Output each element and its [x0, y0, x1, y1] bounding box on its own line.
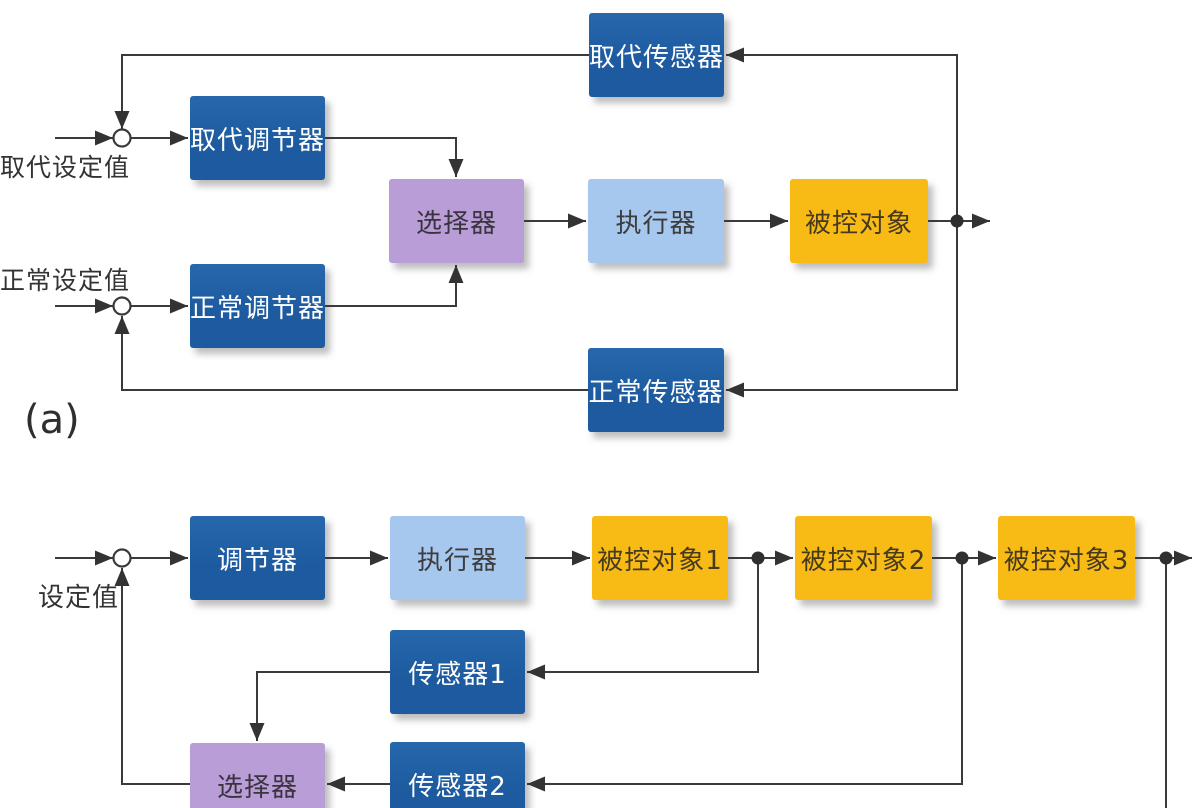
line-b-sensor1-to-selector: [249, 671, 390, 741]
junction-dot-b-plant2-out: [955, 551, 969, 565]
caption-a: (a): [24, 397, 80, 443]
line-a-normal-ctrl-to-selector: [325, 265, 464, 307]
block-plant-a: 被控对象: [790, 179, 928, 263]
block-replace-controller: 取代调节器: [190, 96, 325, 180]
sum-junction-b: [112, 548, 132, 568]
sum-junction-a-normal: [112, 296, 132, 316]
label-replace-setpoint: 取代设定值: [0, 153, 131, 182]
line-b-selector-to-sum: [114, 568, 190, 785]
block-controller-b: 调节器: [190, 516, 325, 600]
block-actuator-a: 执行器: [588, 179, 724, 263]
block-replace-sensor: 取代传感器: [589, 13, 724, 97]
junction-dot-b-plant3-out: [1159, 551, 1173, 565]
junction-dot-a-plant-out: [950, 214, 964, 228]
block-plant3: 被控对象3: [998, 516, 1135, 600]
sum-junction-a-replace: [112, 128, 132, 148]
block-sensor2: 传感器2: [390, 742, 525, 808]
block-plant1: 被控对象1: [592, 516, 728, 600]
block-normal-sensor: 正常传感器: [588, 348, 724, 432]
block-plant2: 被控对象2: [795, 516, 932, 600]
block-actuator-b: 执行器: [390, 516, 525, 600]
line-a-replace-ctrl-to-selector: [325, 137, 464, 177]
label-normal-setpoint: 正常设定值: [0, 266, 131, 295]
block-normal-controller: 正常调节器: [190, 264, 325, 348]
block-selector-b: 选择器: [190, 743, 325, 808]
block-sensor1: 传感器1: [390, 630, 525, 714]
junction-dot-b-plant1-out: [751, 551, 765, 565]
label-setpoint: 设定值: [38, 583, 120, 613]
block-selector-a: 选择器: [389, 179, 524, 263]
